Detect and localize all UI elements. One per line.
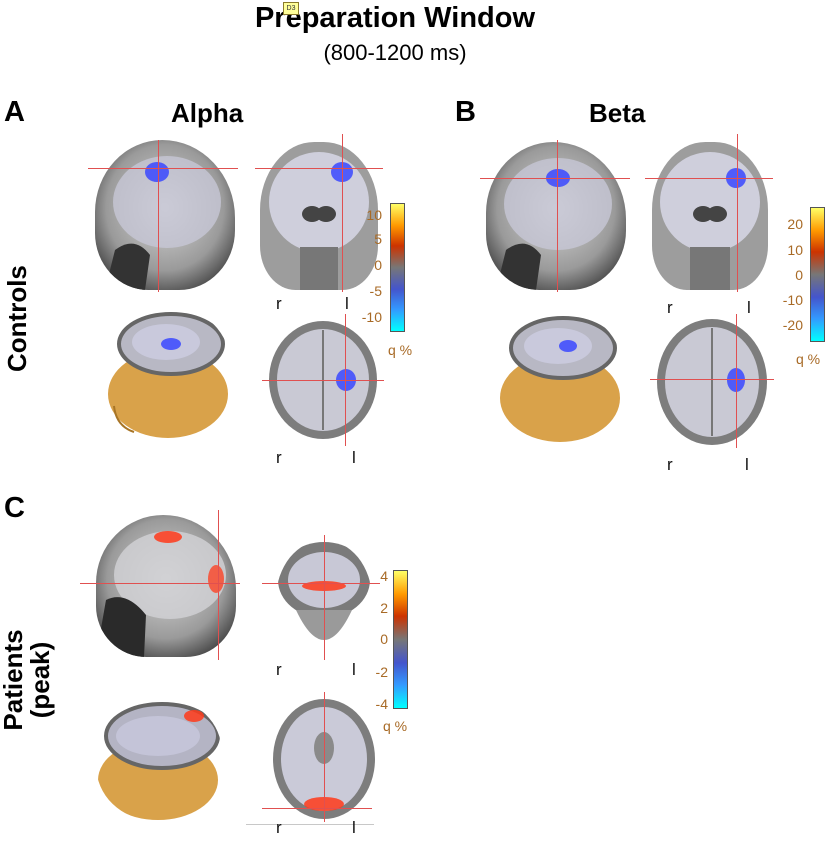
beta-axial-mri — [656, 318, 768, 446]
crosshair-h — [255, 168, 383, 169]
crosshair-h — [262, 583, 380, 584]
panel-c-label: C — [4, 492, 25, 524]
orientation-right: r — [667, 455, 673, 474]
annotation-badge: D3 — [283, 2, 299, 15]
tick-label: -5 — [369, 283, 382, 299]
orientation-right: r — [667, 298, 673, 317]
orientation-left: l — [745, 455, 749, 474]
crosshair-v — [218, 510, 219, 660]
panel-a-heading: Alpha — [171, 98, 244, 128]
panel-b-label: B — [455, 96, 476, 128]
crosshair-v — [158, 140, 159, 292]
tick-label: 0 — [795, 267, 803, 283]
crosshair-h — [262, 808, 372, 809]
orientation-left: l — [352, 660, 356, 679]
tick-label: -10 — [361, 309, 382, 325]
colorbar-unit: q % — [796, 351, 821, 367]
crosshair-v — [324, 535, 325, 660]
crosshair-v — [737, 134, 738, 292]
beta-coronal-mri — [652, 142, 768, 290]
alpha-coronal-mri — [260, 142, 378, 290]
crosshair-h — [80, 583, 240, 584]
patients-3d-head — [96, 698, 222, 820]
colorbar-alpha — [390, 203, 405, 332]
figure-subtitle: (800-1200 ms) — [323, 40, 467, 65]
row-label-controls: Controls — [2, 265, 32, 372]
tick-label: 0 — [380, 631, 388, 647]
tick-label: 0 — [374, 257, 382, 273]
crosshair-h — [88, 168, 238, 169]
tick-label: 5 — [374, 231, 382, 247]
colorbar-unit: q % — [388, 342, 413, 358]
beta-3d-head — [488, 310, 623, 445]
alpha-3d-head — [96, 306, 231, 441]
crosshair-v — [342, 134, 343, 292]
tick-label: -4 — [375, 696, 388, 712]
crosshair-h — [650, 379, 774, 380]
alpha-sagittal-mri — [95, 140, 235, 290]
row-label-patients-line1: Patients — [0, 629, 28, 731]
colorbar-beta — [810, 207, 825, 342]
tick-label: -20 — [782, 317, 803, 333]
tick-label: -10 — [782, 292, 803, 308]
orientation-right: r — [276, 660, 282, 679]
panel-b-heading: Beta — [589, 98, 646, 128]
crosshair-v — [736, 314, 737, 448]
tick-label: 10 — [366, 207, 382, 223]
orientation-left: l — [747, 298, 751, 317]
tick-label: 10 — [787, 242, 803, 258]
orientation-right: r — [276, 818, 282, 837]
tick-label: 2 — [380, 600, 388, 616]
crosshair-h — [262, 380, 384, 381]
crosshair-h — [645, 178, 773, 179]
row-label-patients: Patients (peak) — [0, 600, 55, 760]
crosshair-v — [324, 692, 325, 822]
panel-a-label: A — [4, 96, 25, 128]
row-label-patients-line2: (peak) — [25, 641, 56, 719]
orientation-left: l — [352, 818, 356, 837]
figure-title: Preparation Window — [254, 2, 536, 34]
tick-label: 4 — [380, 568, 388, 584]
divider — [246, 824, 374, 825]
tick-label: 20 — [787, 216, 803, 232]
crosshair-v — [345, 314, 346, 446]
beta-sagittal-mri — [486, 142, 626, 290]
colorbar-unit: q % — [383, 718, 408, 734]
colorbar-patients — [393, 570, 408, 709]
tick-label: -2 — [375, 664, 388, 680]
crosshair-v — [557, 140, 558, 292]
orientation-right: r — [276, 294, 282, 313]
crosshair-h — [480, 178, 630, 179]
orientation-left: l — [352, 448, 356, 467]
orientation-left: l — [345, 294, 349, 313]
patients-sagittal-mri — [96, 515, 236, 657]
orientation-right: r — [276, 448, 282, 467]
